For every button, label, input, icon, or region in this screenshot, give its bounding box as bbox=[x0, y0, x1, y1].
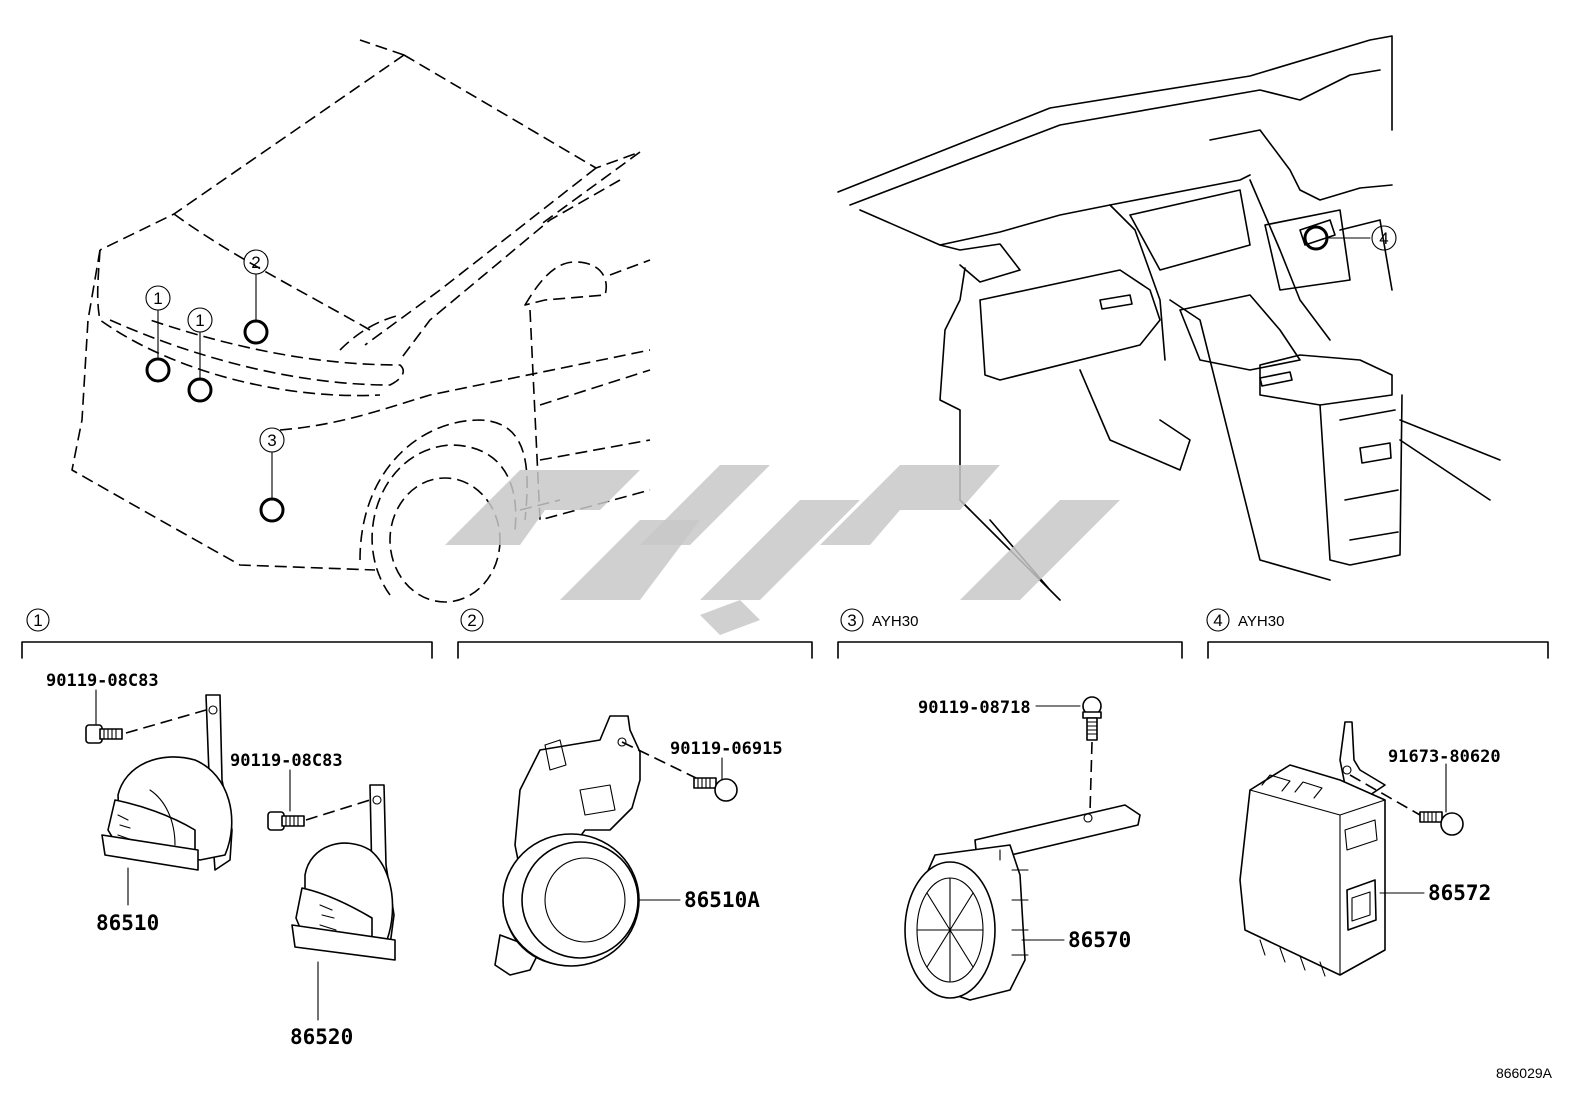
label-bolt-horn-a: 90119-06915 bbox=[670, 739, 783, 759]
label-horn-high: 86510 bbox=[96, 911, 159, 935]
callout-c3: 3 bbox=[259, 427, 285, 453]
svg-text:2: 2 bbox=[251, 253, 260, 272]
label-bolt-low-horn: 90119-08C83 bbox=[230, 751, 343, 771]
label-ecu: 86572 bbox=[1428, 881, 1491, 905]
label-bolt-high-horn: 90119-08C83 bbox=[46, 671, 159, 691]
callout-c4: 4 bbox=[1371, 225, 1397, 251]
label-horn-a: 86510A bbox=[684, 888, 760, 912]
svg-text:1: 1 bbox=[33, 611, 42, 630]
section-header-2: 2 bbox=[457, 608, 813, 659]
section-header-4: 4 AYH30 bbox=[1206, 608, 1549, 659]
car-front-illustration bbox=[71, 39, 651, 603]
label-bolt-siren: 90119-08718 bbox=[918, 698, 1031, 718]
svg-text:1: 1 bbox=[153, 289, 162, 308]
label-siren: 86570 bbox=[1068, 928, 1131, 952]
bolt-icon bbox=[693, 777, 738, 802]
horn-low-86520 bbox=[267, 769, 396, 1021]
callout-c1a: 1 bbox=[145, 285, 171, 311]
svg-text:3: 3 bbox=[267, 431, 276, 450]
label-bolt-ecu: 91673-80620 bbox=[1388, 747, 1501, 767]
svg-text:1: 1 bbox=[195, 311, 204, 330]
horn-86510a bbox=[494, 715, 738, 976]
bolt-icon bbox=[1082, 696, 1102, 741]
bolt-icon bbox=[85, 724, 123, 744]
ecu-86572 bbox=[1239, 721, 1464, 977]
svg-text:2: 2 bbox=[467, 611, 476, 630]
bolt-icon bbox=[267, 811, 305, 831]
svg-text:4: 4 bbox=[1213, 611, 1222, 630]
callout-c1b: 1 bbox=[187, 307, 213, 333]
section-header-1: 1 bbox=[21, 608, 433, 659]
horn-high-86510 bbox=[85, 689, 233, 906]
siren-86570 bbox=[904, 696, 1141, 1001]
svg-text:AYH30: AYH30 bbox=[1238, 613, 1284, 630]
diagram-reference: 866029A bbox=[1496, 1065, 1553, 1081]
svg-text:4: 4 bbox=[1379, 229, 1388, 248]
section-header-3: 3 AYH30 bbox=[837, 608, 1183, 659]
svg-text:3: 3 bbox=[847, 611, 856, 630]
svg-text:AYH30: AYH30 bbox=[872, 613, 918, 630]
watermark-logo bbox=[445, 465, 1120, 635]
label-horn-low: 86520 bbox=[290, 1025, 353, 1049]
bolt-icon bbox=[1419, 811, 1464, 836]
callout-c2: 2 bbox=[243, 249, 269, 275]
interior-illustration bbox=[837, 35, 1501, 601]
